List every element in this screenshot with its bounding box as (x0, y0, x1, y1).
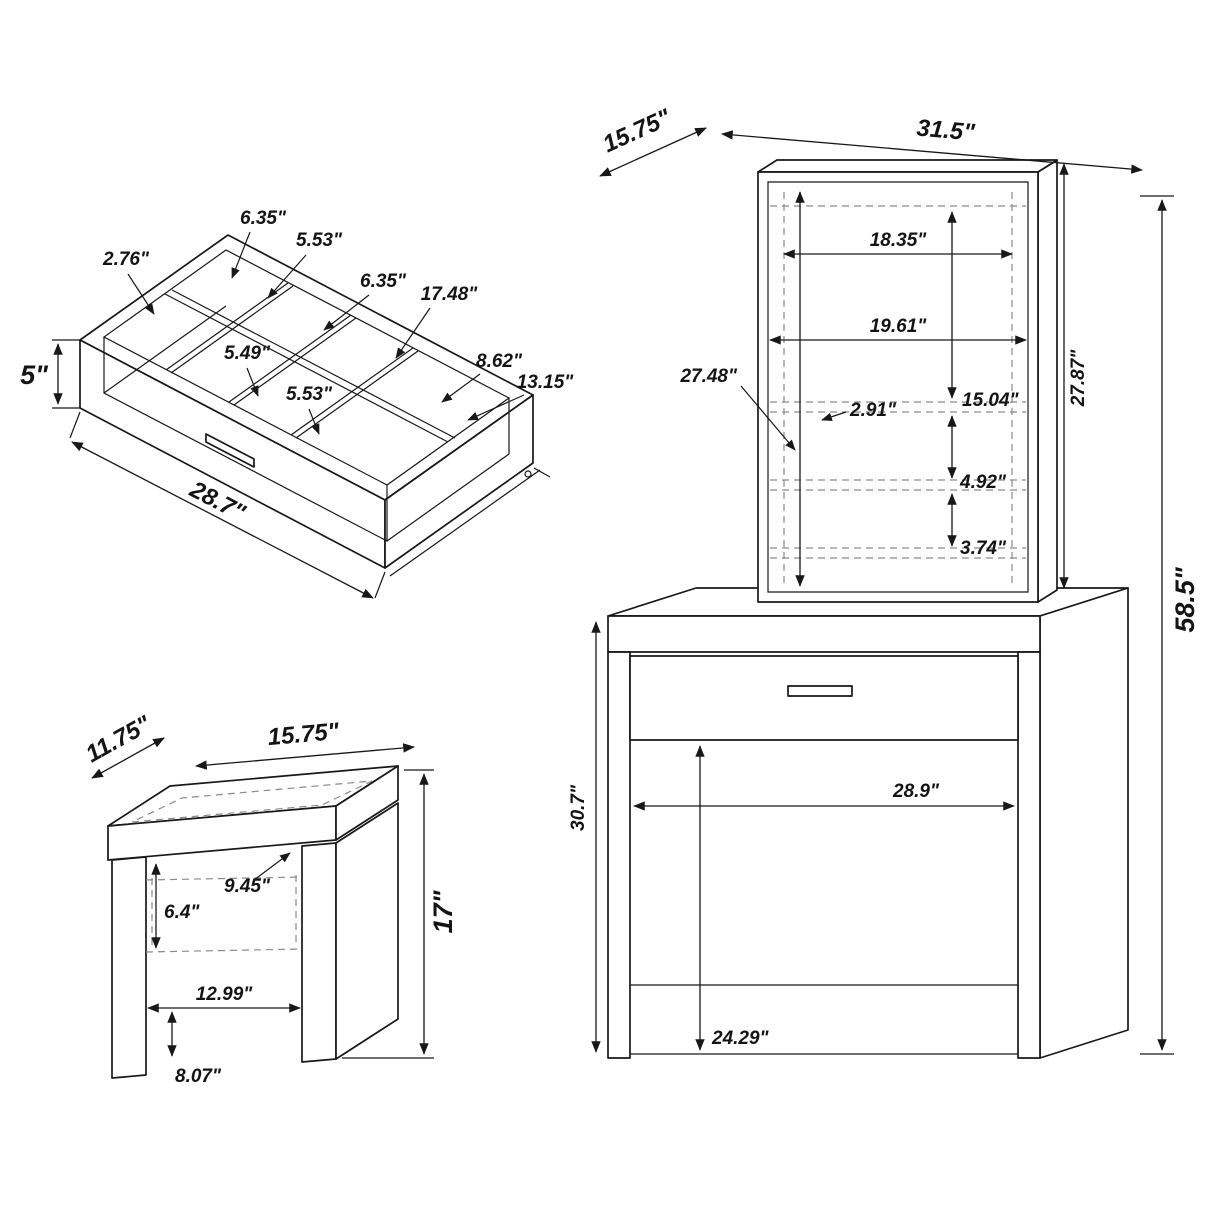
dim-vanity-shelf-gap-a: 4.92" (959, 472, 1007, 493)
drawer-length-witness (69, 411, 386, 599)
desk-left-leg (607, 651, 631, 1059)
dim-organizer-comp-a: 6.35" (240, 208, 287, 229)
stool-hidden-frame-lines (145, 875, 303, 953)
drawer-slide-rail (389, 467, 551, 577)
stool-seat-right (335, 765, 399, 841)
dim-vanity-width: 31.5" (916, 115, 977, 147)
mirror-hidden-shelf-lines (770, 192, 1026, 586)
total-height-witness (1140, 195, 1174, 1055)
desk-top-band (607, 615, 1041, 653)
drawer-length-dim-line (71, 441, 374, 599)
leader-mirror-interior-h (740, 385, 796, 451)
mirror-side-face (1037, 159, 1058, 603)
leader-shelf-thickness (821, 411, 847, 421)
dim-vanity-desk-height: 30.7" (568, 784, 589, 831)
organizer-drawer-diagram: 5" 28.7" 2.76" 6.35" 5.53" 6.35" 17.48" … (20, 208, 575, 599)
dim-vanity-upper-section: 15.04" (962, 390, 1020, 411)
stool-cushion-hidden-line (131, 780, 373, 823)
leader-comp-a (231, 231, 251, 279)
desk-drawer-front (629, 655, 1019, 741)
dim-stool-leg-opening: 8.07" (175, 1066, 222, 1087)
dim-stool-height: 17" (428, 889, 458, 933)
drawer-height-witness (52, 339, 80, 409)
stool-right-leg-side (335, 802, 399, 1060)
stool-right-leg-front (301, 842, 337, 1063)
dim-organizer-tray-a: 8.62" (476, 351, 523, 372)
dim-organizer-front-b: 5.53" (286, 384, 333, 405)
vanity-desk-mirror-diagram: 18.35" 19.61" 27.48" 2.91" 15.04" 4.92" … (568, 104, 1200, 1059)
stool-depth-dim-line (91, 737, 165, 779)
dim-stool-width: 15.75" (267, 718, 341, 751)
dim-vanity-shelf-thickness: 2.91" (849, 400, 897, 421)
dim-organizer-back-depth: 2.76" (102, 249, 150, 270)
dim-vanity-mirror-opening: 18.35" (870, 230, 928, 251)
desk-right-side (1039, 587, 1129, 1059)
mirror-top-face (757, 159, 1058, 173)
dim-vanity-shelf-gap-b: 3.74" (960, 538, 1007, 559)
leader-comp-c (323, 294, 370, 331)
stool-height-witness (342, 769, 434, 1059)
leader-tray-b (467, 394, 525, 421)
desk-right-leg (1017, 651, 1041, 1059)
dim-organizer-front-a: 5.49" (224, 343, 271, 364)
dim-vanity-mirror-width: 19.61" (870, 316, 928, 337)
drawer-roller (524, 470, 532, 478)
dim-vanity-clearance: 24.29" (711, 1028, 770, 1049)
drawer-right-panel (384, 394, 534, 569)
leader-comp-b (267, 254, 307, 299)
dim-stool-frame: 6.4" (164, 902, 200, 923)
dim-vanity-total-height: 58.5" (1170, 566, 1200, 633)
leader-front-a (246, 367, 259, 397)
desk-back-panel-lines (630, 984, 1018, 1055)
stool-width-dim-line (195, 743, 415, 770)
leader-seat-inner (253, 852, 291, 881)
vanity-depth-dim-line (599, 127, 707, 177)
mirror-inner-frame (767, 181, 1029, 593)
dim-vanity-mirror-height: 27.87" (1068, 349, 1089, 408)
vanity-width-dim-line (721, 130, 1143, 174)
leader-back-depth (127, 273, 155, 315)
leader-tray-a (441, 373, 481, 403)
leader-section (395, 307, 431, 359)
dim-stool-inner-width: 12.99" (196, 984, 254, 1005)
leader-front-b (308, 408, 320, 435)
desk-drawer-handle (787, 685, 853, 697)
dim-vanity-mirror-interior-h: 27.48" (679, 366, 738, 387)
dim-organizer-tray-b: 13.15" (517, 372, 575, 393)
dim-organizer-section: 17.48" (421, 284, 479, 305)
dim-stool-seat-inner: 9.45" (224, 876, 271, 897)
dim-organizer-comp-c: 6.35" (360, 271, 407, 292)
dim-organizer-comp-b: 5.53" (296, 230, 343, 251)
dim-organizer-height: 5" (20, 360, 49, 390)
drawer-dividers (164, 282, 456, 443)
stool-left-leg (111, 856, 147, 1079)
dim-vanity-opening-width: 28.9" (892, 781, 940, 802)
